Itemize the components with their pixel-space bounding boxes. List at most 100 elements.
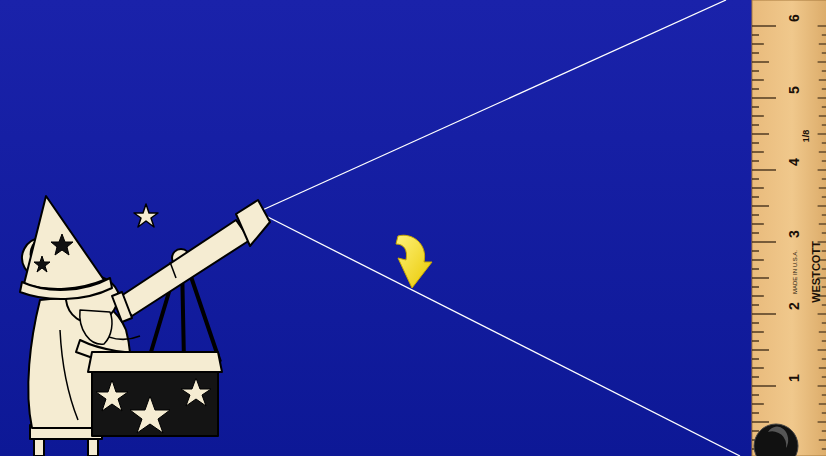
ruler-tick (822, 269, 826, 270)
ruler-tick (752, 322, 759, 323)
ruler-tick (752, 52, 759, 53)
ruler-tick (752, 97, 776, 98)
ruler-tick (752, 394, 759, 395)
ruler-tick (752, 421, 769, 422)
ruler-tick (818, 98, 826, 99)
ruler-tick (752, 214, 759, 215)
ruler-tick (819, 368, 826, 369)
ruler-tick (752, 115, 764, 116)
ruler-tick (818, 26, 826, 27)
ruler-tick (822, 53, 826, 54)
ruler-tick (822, 89, 826, 90)
ruler-imprint: MADE IN U.S.A. (792, 250, 798, 294)
ruler (752, 0, 826, 456)
sight-line (258, 212, 740, 456)
ruler-tick (818, 422, 826, 423)
ruler-number: 5 (787, 86, 801, 94)
ruler-tick (752, 331, 764, 332)
ruler-tick (818, 62, 826, 63)
ruler-tick (819, 44, 826, 45)
ruler-number: 3 (787, 230, 801, 238)
ruler-tick (822, 215, 826, 216)
ruler-tick (752, 79, 764, 80)
ruler-tick (818, 134, 826, 135)
ruler-tick (822, 179, 826, 180)
ruler-number: 4 (787, 158, 801, 166)
ruler-tick (752, 70, 759, 71)
ruler-tick (822, 197, 826, 198)
ruler-tick (752, 313, 776, 314)
ruler-tick (822, 233, 826, 234)
ruler-tick (752, 169, 776, 170)
ruler-tick (752, 412, 759, 413)
ruler-tick (752, 124, 759, 125)
ruler-tick (752, 250, 759, 251)
wizard-figure (20, 196, 270, 456)
scale-mark: 1/8 (802, 130, 811, 143)
ruler-tick (822, 287, 826, 288)
ruler-tick (818, 170, 826, 171)
ruler-tick (819, 152, 826, 153)
ruler-tick (822, 395, 826, 396)
ruler-tick (752, 142, 759, 143)
ruler-tick (752, 367, 764, 368)
ruler-tick (822, 341, 826, 342)
ruler-tick (752, 295, 764, 296)
ruler-tick (752, 385, 776, 386)
ruler-tick (752, 340, 759, 341)
ruler-tick (819, 116, 826, 117)
ruler-tick (752, 25, 776, 26)
ruler-tick (818, 350, 826, 351)
ruler-tick (752, 259, 764, 260)
ruler-tick (818, 386, 826, 387)
ruler-tick (752, 358, 759, 359)
ruler-tick (819, 404, 826, 405)
ruler-number: 6 (787, 14, 801, 22)
ruler-tick (822, 323, 826, 324)
ruler-tick (822, 431, 826, 432)
ruler-tick (752, 304, 759, 305)
ruler-tick (752, 232, 759, 233)
ruler-tick (819, 440, 826, 441)
sight-line (258, 0, 726, 212)
ruler-tick (752, 88, 759, 89)
ruler-tick (822, 71, 826, 72)
ruler-tick (752, 241, 776, 242)
ruler-tick (752, 277, 769, 278)
ruler-tick (752, 34, 759, 35)
ruler-tick (822, 143, 826, 144)
ruler-tick (822, 161, 826, 162)
ruler-tick (752, 43, 764, 44)
ruler-tick (819, 332, 826, 333)
ruler-tick (752, 160, 759, 161)
ruler-tick (752, 187, 764, 188)
ruler-tick (752, 349, 769, 350)
ruler-tick (822, 107, 826, 108)
ruler-tick (752, 205, 769, 206)
ruler-tick (818, 206, 826, 207)
ruler-tick (822, 251, 826, 252)
angle-arrow (396, 235, 432, 288)
ruler-tick (822, 125, 826, 126)
ruler-tick (752, 151, 764, 152)
ruler-tick (822, 449, 826, 450)
ruler-tick (822, 377, 826, 378)
ruler-tick (752, 430, 759, 431)
ruler-tick (752, 196, 759, 197)
ruler-number: 2 (787, 302, 801, 310)
ruler-tick (822, 359, 826, 360)
brand-name: WESTCOTT (811, 241, 822, 303)
ruler-tick (822, 413, 826, 414)
ruler-tick (819, 224, 826, 225)
ruler-tick (752, 286, 759, 287)
ruler-tick (822, 35, 826, 36)
ruler-tick (752, 268, 759, 269)
ruler-number: 1 (787, 374, 801, 382)
ruler-tick (752, 223, 764, 224)
ruler-tick (752, 376, 759, 377)
ruler-tick (752, 61, 769, 62)
ruler-tick (752, 106, 759, 107)
ruler-tick (819, 80, 826, 81)
